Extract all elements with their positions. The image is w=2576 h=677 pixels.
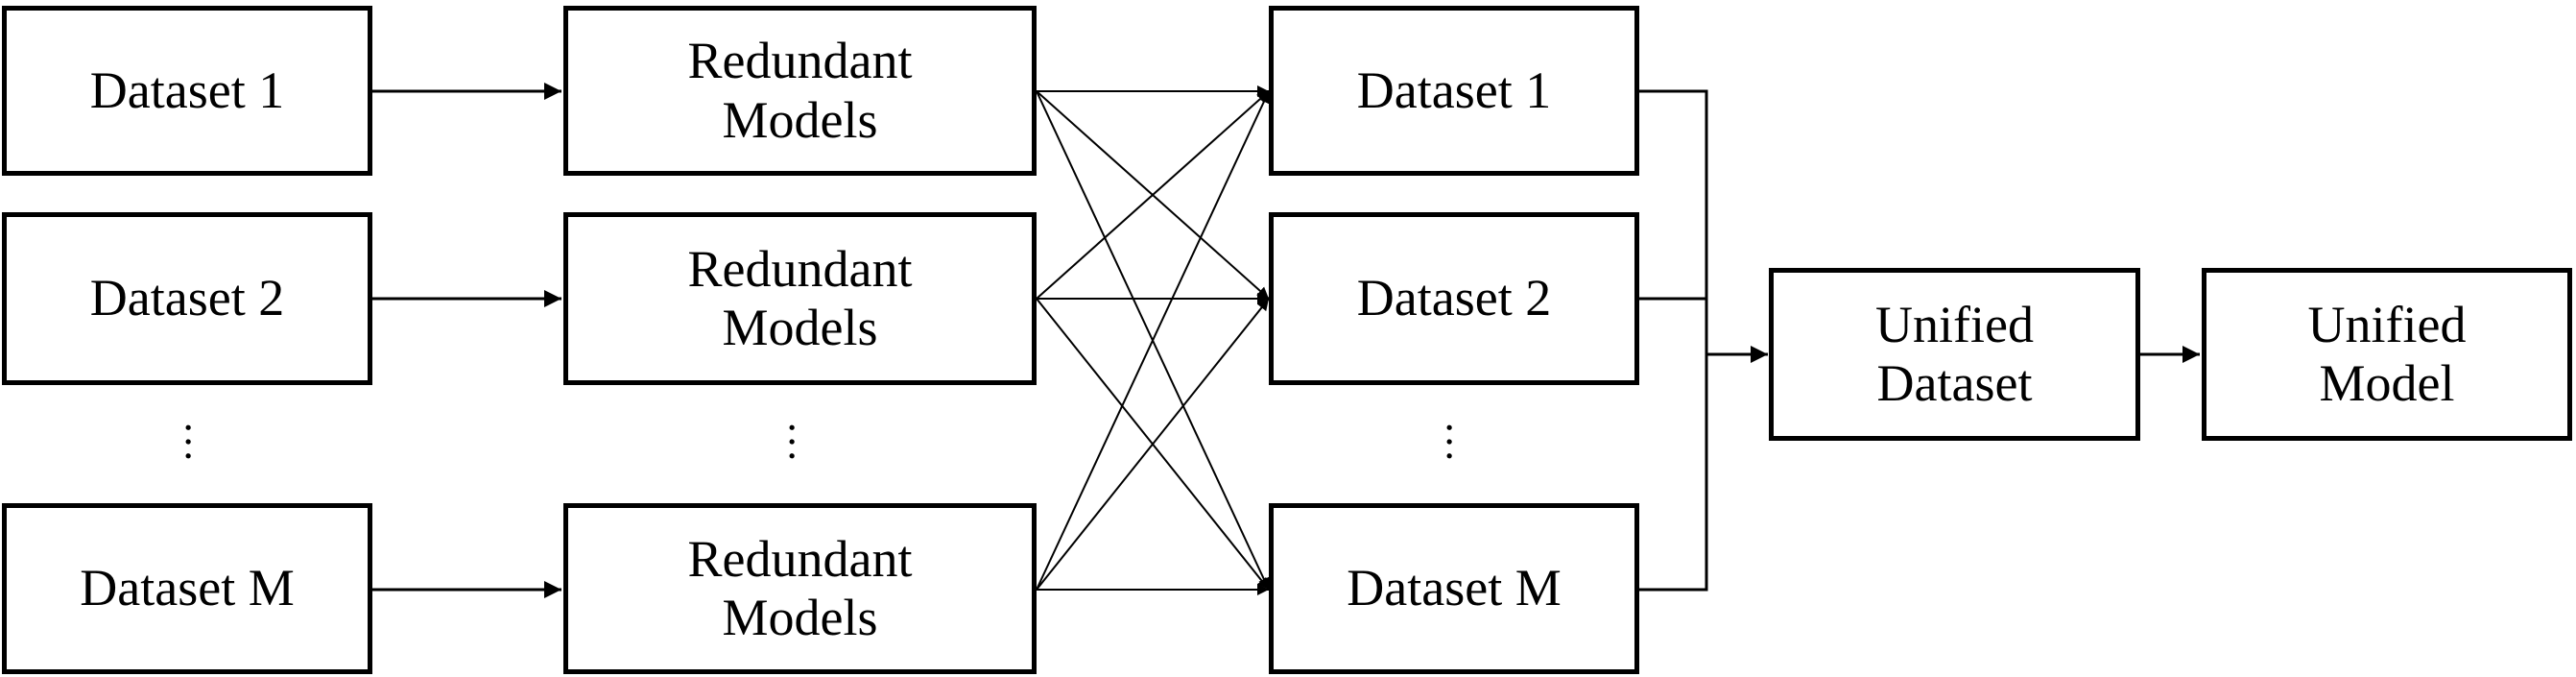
merge-connector bbox=[1639, 89, 1708, 592]
input-dataset-1: Dataset 1 bbox=[2, 6, 372, 176]
output-dataset-2: Dataset 2 bbox=[1269, 212, 1639, 385]
models-ellipsis: … bbox=[780, 421, 827, 465]
redundant-models-m: Redundant Models bbox=[563, 503, 1037, 674]
redundant-models-2: Redundant Models bbox=[563, 212, 1037, 385]
fan-mm-to-d1 bbox=[1036, 90, 1270, 591]
input-dataset-m: Dataset M bbox=[2, 503, 372, 674]
unified-dataset-box: Unified Dataset bbox=[1769, 268, 2140, 441]
output-dataset-m: Dataset M bbox=[1269, 503, 1639, 674]
input-ellipsis: … bbox=[177, 421, 224, 465]
unified-model-box: Unified Model bbox=[2202, 268, 2572, 441]
fan-mm-to-d2 bbox=[1036, 298, 1270, 591]
output-dataset-1: Dataset 1 bbox=[1269, 6, 1639, 176]
fan-m2-to-d1 bbox=[1036, 90, 1270, 300]
output-ellipsis: … bbox=[1438, 421, 1485, 465]
redundant-models-1: Redundant Models bbox=[563, 6, 1037, 176]
input-dataset-2: Dataset 2 bbox=[2, 212, 372, 385]
